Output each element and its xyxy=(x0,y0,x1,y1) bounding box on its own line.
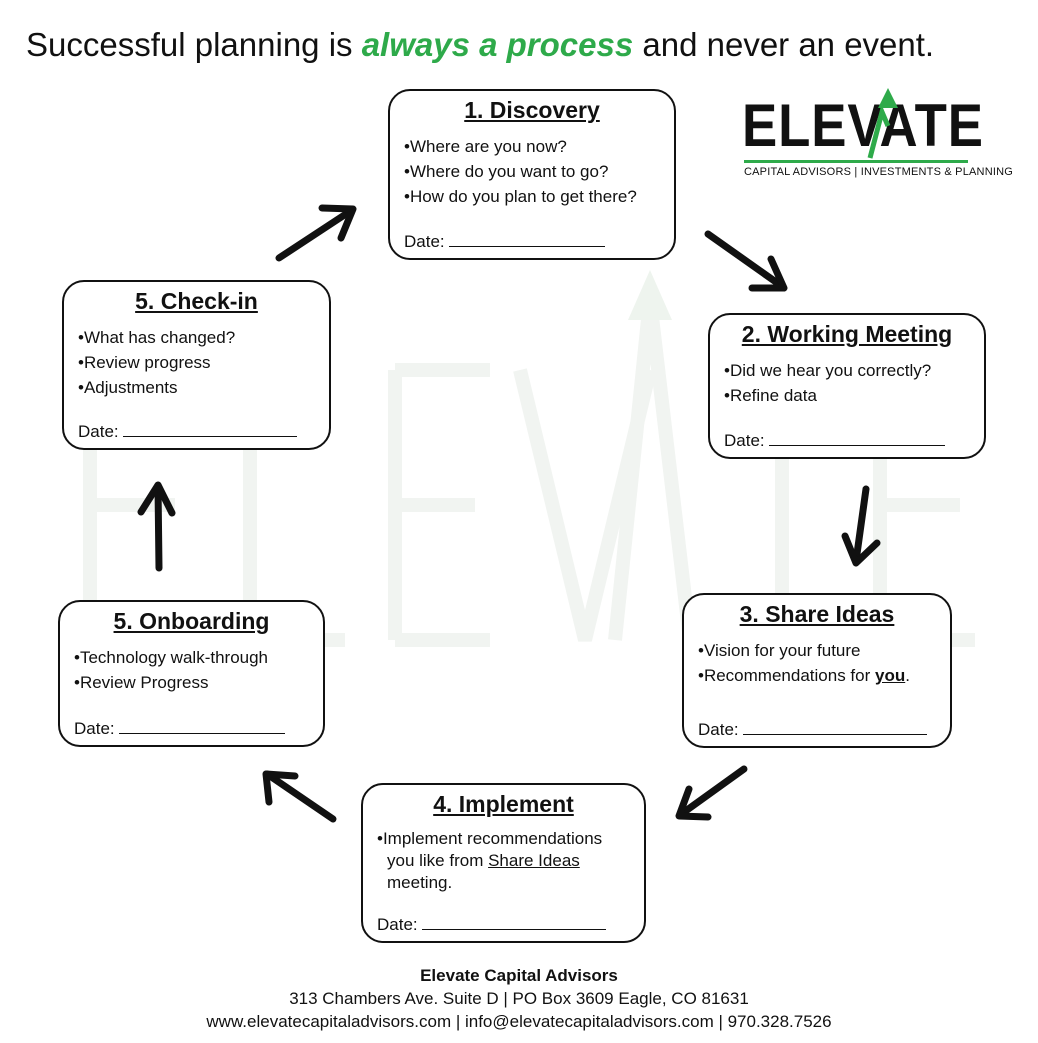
date-field[interactable]: Date: xyxy=(377,915,606,935)
arrow-checkin-to-discovery-icon xyxy=(275,204,357,262)
share-ideas-link: Share Ideas xyxy=(488,851,580,870)
step-item: Review Progress xyxy=(74,670,309,695)
date-label: Date: xyxy=(698,720,739,739)
headline: Successful planning is always a process … xyxy=(26,26,1026,64)
step-title: 4. Implement xyxy=(433,791,574,817)
step-title: 3. Share Ideas xyxy=(739,601,895,627)
step-item: Where are you now? xyxy=(404,134,660,159)
date-blank[interactable] xyxy=(122,422,297,437)
step-title: 1. Discovery xyxy=(464,97,600,123)
logo-wordmark: ELEVATE xyxy=(742,92,984,159)
date-label: Date: xyxy=(404,232,445,251)
headline-text-end: and never an event. xyxy=(633,26,935,63)
step-item: Review progress xyxy=(78,350,315,375)
footer: Elevate Capital Advisors 313 Chambers Av… xyxy=(0,964,1038,1033)
logo-rule xyxy=(744,160,968,163)
date-blank[interactable] xyxy=(421,915,606,930)
step-item: What has changed? xyxy=(78,325,315,350)
step-item: Where do you want to go? xyxy=(404,159,660,184)
step-item: Did we hear you correctly? xyxy=(724,358,970,383)
step-item: How do you plan to get there? xyxy=(404,184,660,209)
date-label: Date: xyxy=(377,915,418,934)
step-items: Technology walk-through Review Progress xyxy=(74,645,309,695)
headline-text: Successful planning is xyxy=(26,26,362,63)
date-label: Date: xyxy=(74,719,115,738)
step-items: Did we hear you correctly? Refine data xyxy=(724,358,970,408)
step-title: 5. Onboarding xyxy=(113,608,270,634)
logo-tagline: CAPITAL ADVISORS | INVESTMENTS & PLANNIN… xyxy=(744,166,1014,178)
date-blank[interactable] xyxy=(742,720,927,735)
date-blank[interactable] xyxy=(448,232,605,247)
date-field[interactable]: Date: xyxy=(724,431,945,451)
step-discovery: 1. Discovery Where are you now? Where do… xyxy=(388,89,676,260)
arrow-share-to-implement-icon xyxy=(675,765,748,821)
rec-emphasis: you xyxy=(874,666,906,685)
rec-suffix: . xyxy=(905,666,910,685)
date-label: Date: xyxy=(78,422,119,441)
step-item: Adjustments xyxy=(78,375,315,400)
date-field[interactable]: Date: xyxy=(78,422,297,442)
implement-text: Implement recommendations you like from xyxy=(382,829,603,870)
step-title: 2. Working Meeting xyxy=(741,321,953,347)
arrow-working-to-share-icon xyxy=(841,485,881,567)
step-item: Technology walk-through xyxy=(74,645,309,670)
arrow-onboarding-to-checkin-icon xyxy=(137,481,176,572)
elevate-logo: ELEVATE CAPITAL ADVISORS | INVESTMENTS &… xyxy=(742,88,1013,184)
step-item: Refine data xyxy=(724,383,970,408)
step-item: Implement recommendations you like from … xyxy=(377,828,630,894)
rec-prefix: Recommendations for xyxy=(703,666,875,685)
date-field[interactable]: Date: xyxy=(698,720,927,740)
step-item-recommendations: Recommendations for you. xyxy=(698,663,936,688)
date-field[interactable]: Date: xyxy=(74,719,285,739)
step-items: Vision for your future Recommendations f… xyxy=(698,638,936,688)
implement-text-end: meeting. xyxy=(387,873,453,892)
footer-address: 313 Chambers Ave. Suite D | PO Box 3609 … xyxy=(289,989,749,1008)
step-implement: 4. Implement Implement recommendations y… xyxy=(361,783,646,943)
step-check-in: 5. Check-in What has changed? Review pro… xyxy=(62,280,331,450)
step-title: 5. Check-in xyxy=(135,288,258,314)
step-share-ideas: 3. Share Ideas Vision for your future Re… xyxy=(682,593,952,748)
date-blank[interactable] xyxy=(768,431,945,446)
headline-accent: always a process xyxy=(361,26,634,63)
footer-company: Elevate Capital Advisors xyxy=(420,966,618,985)
footer-contact[interactable]: www.elevatecapitaladvisors.com | info@el… xyxy=(206,1012,832,1031)
step-items: What has changed? Review progress Adjust… xyxy=(78,325,315,400)
step-items: Implement recommendations you like from … xyxy=(377,828,630,894)
step-items: Where are you now? Where do you want to … xyxy=(404,134,660,209)
step-item: Vision for your future xyxy=(698,638,936,663)
arrow-discovery-to-working-icon xyxy=(704,230,788,292)
date-label: Date: xyxy=(724,431,765,450)
arrow-implement-to-onboarding-icon xyxy=(262,770,337,823)
step-onboarding: 5. Onboarding Technology walk-through Re… xyxy=(58,600,325,747)
logo-arrow-icon xyxy=(867,88,898,159)
date-field[interactable]: Date: xyxy=(404,232,605,252)
step-working-meeting: 2. Working Meeting Did we hear you corre… xyxy=(708,313,986,459)
date-blank[interactable] xyxy=(118,719,285,734)
